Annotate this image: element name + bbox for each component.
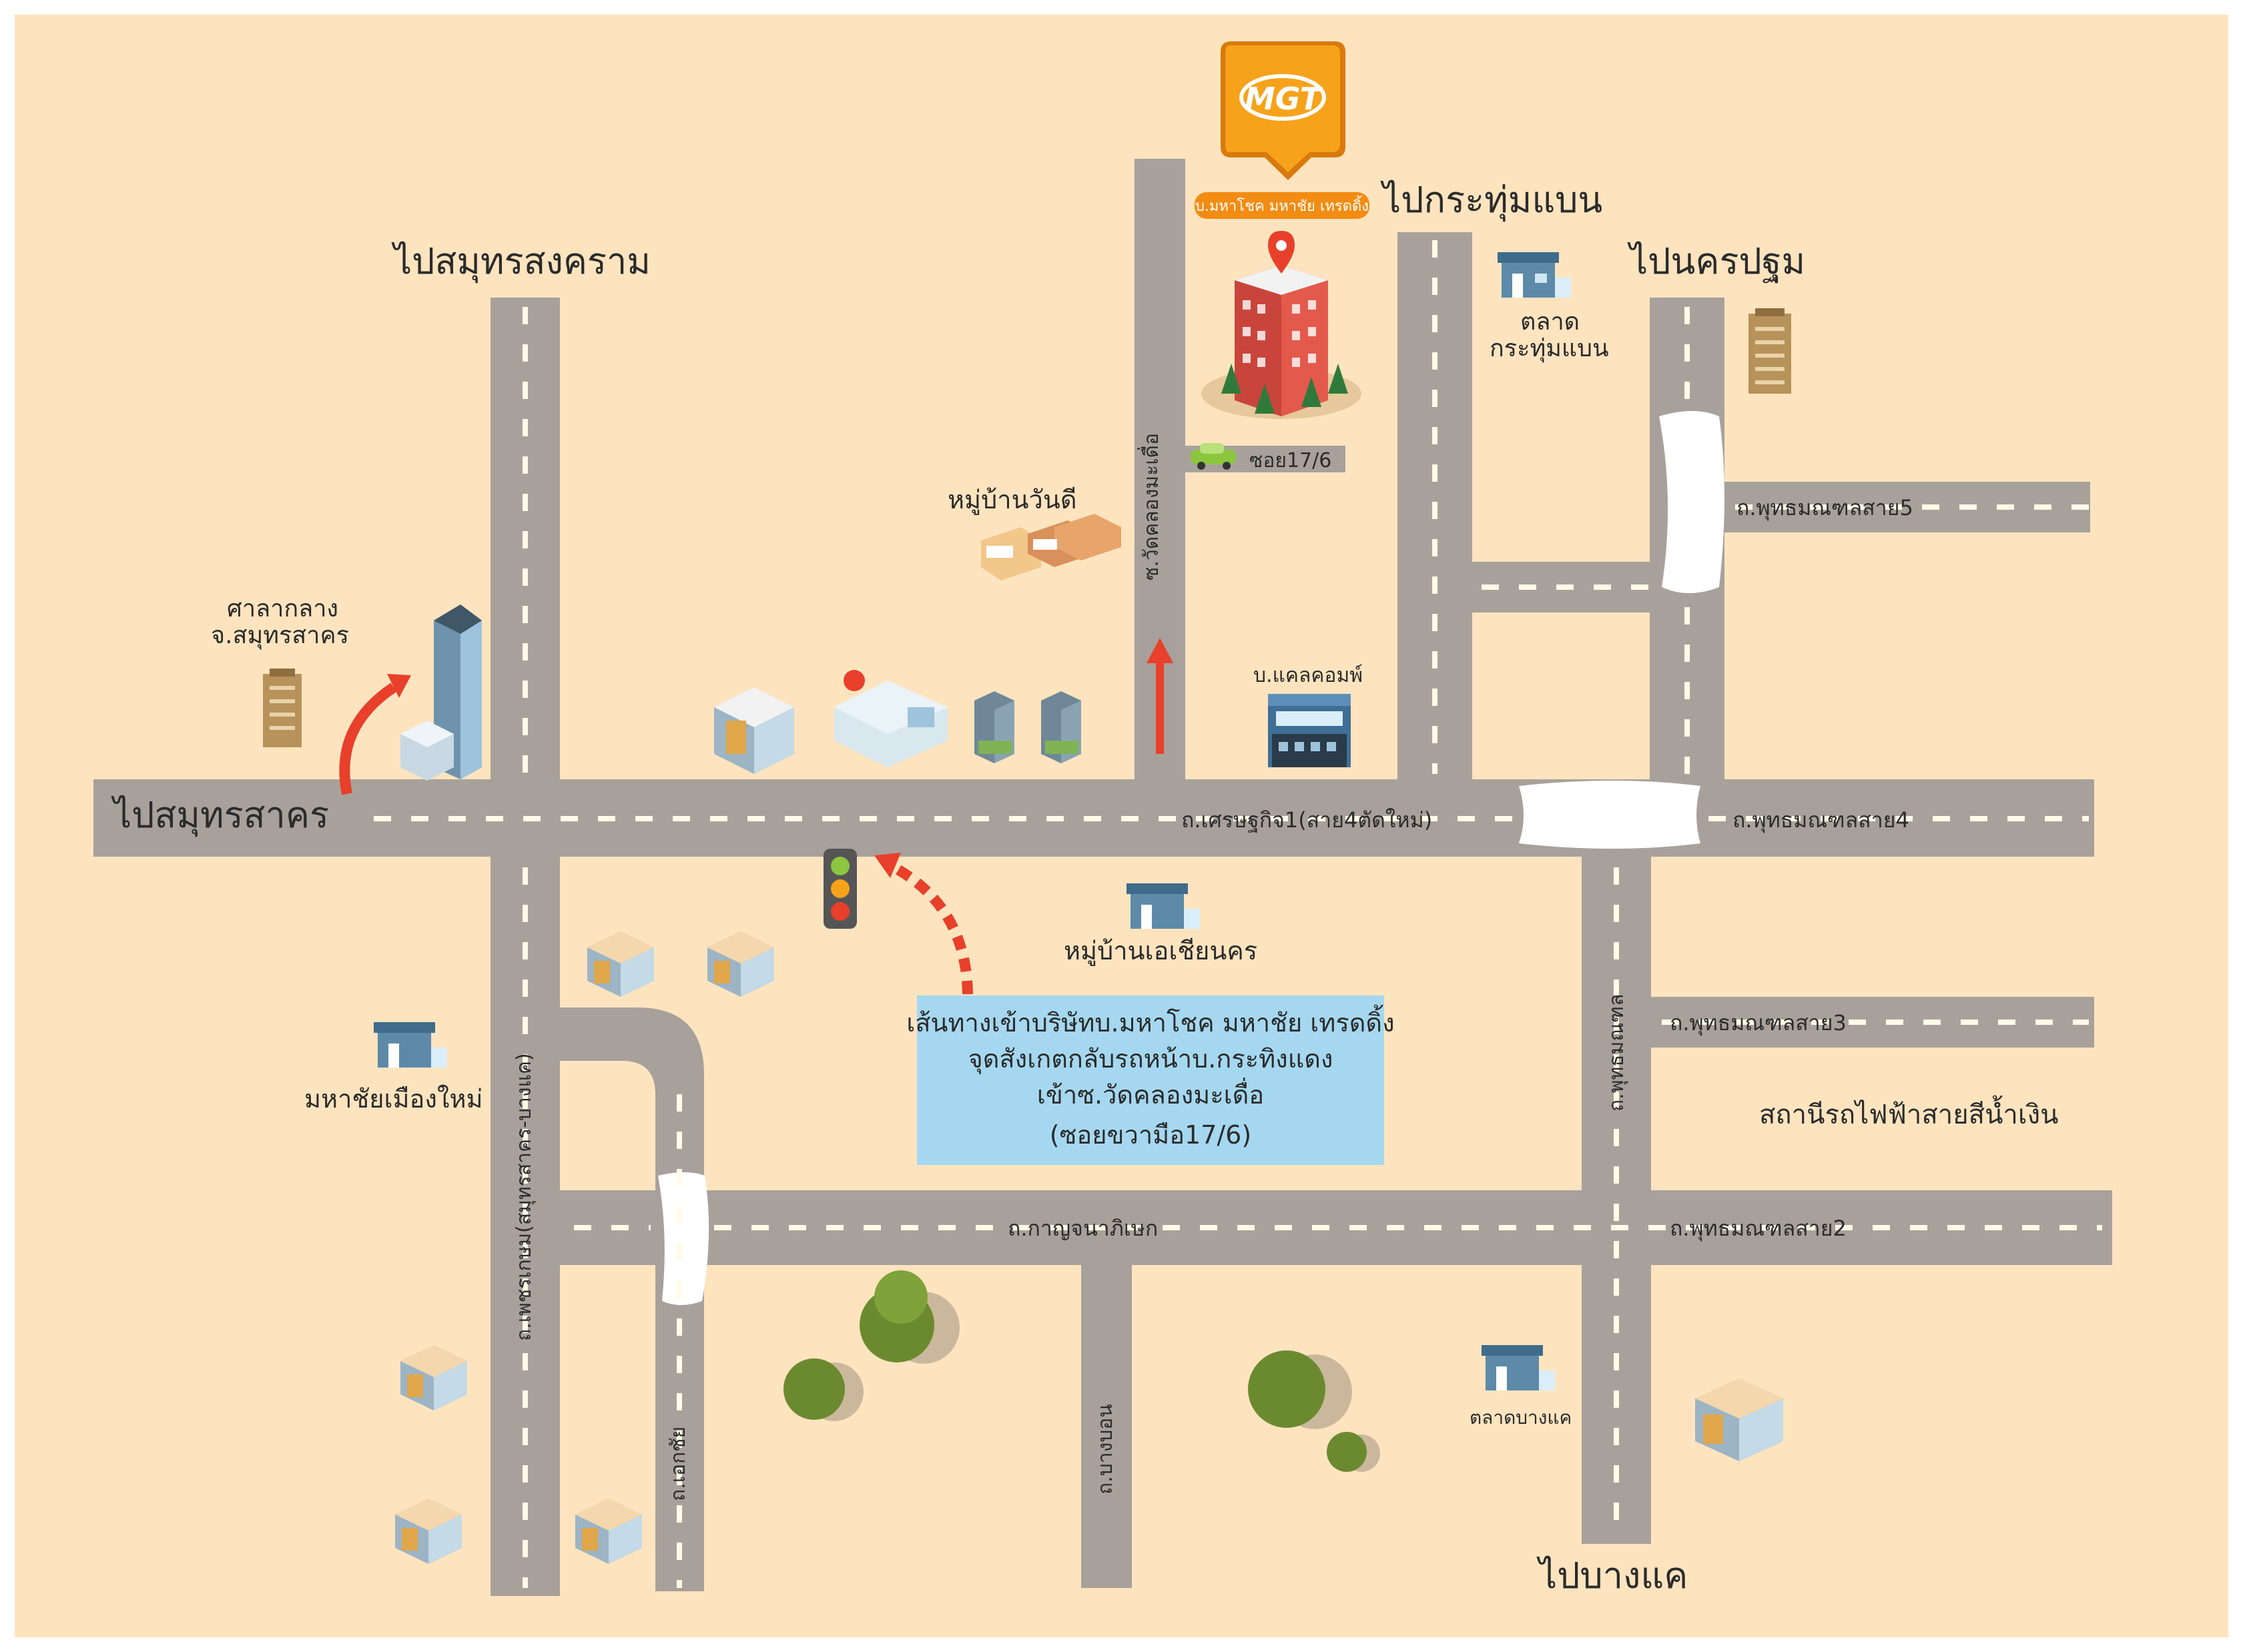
red-arrow-left-icon xyxy=(339,674,411,795)
company-building-icon xyxy=(1201,231,1361,419)
info-box: เส้นทางเข้าบริษัทบ.มหาโชค มหาชัย เทรดดิ้… xyxy=(906,995,1395,1165)
dashed-arrow-icon xyxy=(874,853,973,995)
city-hall-tower-icon xyxy=(263,669,302,747)
place-label-bang-khae-market: ตลาดบางแค xyxy=(1470,1406,1572,1428)
place-label-wandee: หมู่บ้านวันดี xyxy=(948,485,1077,515)
info-line-4: (ซอยขวามือ17/6) xyxy=(1050,1120,1251,1150)
traffic-light-icon xyxy=(824,849,857,929)
company-label: บ.มหาโชค มหาชัย เทรดดิ้ง xyxy=(1195,195,1369,215)
destination-labels: ไปสมุทรสงคราม ไปกระทุ่มแบน ไปนครปฐม ไปสม… xyxy=(111,179,1805,1597)
logo-text: MGT xyxy=(1245,81,1323,117)
lane-markings xyxy=(374,240,2102,1588)
road-label-kanchanaphisek: ถ.กาญจนาภิเษก xyxy=(1008,1216,1158,1241)
overpasses xyxy=(658,411,1724,1305)
destination-nakhon-pathom: ไปนครปฐม xyxy=(1627,240,1805,283)
place-label-city-hall: ศาลากลาง จ.สมุทรสาคร xyxy=(211,595,349,650)
tree-icons xyxy=(783,1270,1380,1472)
building-row-icons xyxy=(714,670,1081,774)
road-label-ekachai: ถ.เอกชัย xyxy=(667,1426,690,1501)
red-arrow-up-icon xyxy=(1147,638,1173,754)
destination-samut-sakhon: ไปสมุทรสาคร xyxy=(111,794,329,837)
company-logo: MGT บ.มหาโชค มหาชัย เทรดดิ้ง xyxy=(1195,41,1369,219)
place-label-bts-blue: สถานีรถไฟฟ้าสายสีน้ำเงิน xyxy=(1759,1095,2058,1130)
road-label-phetkasem: ถ.เพชรเกษม(สมุทรสาคร-บางแค) xyxy=(513,1053,537,1341)
bang-khae-market-icon xyxy=(1482,1345,1555,1390)
info-line-1: เส้นทางเข้าบริษัทบ.มหาโชค มหาชัย เทรดดิ้… xyxy=(906,1004,1394,1038)
road-label-phutthamonthon2: ถ.พุทธมณฑลสาย2 xyxy=(1670,1216,1847,1242)
mahachai-new-city-icon xyxy=(374,1022,447,1068)
info-line-2: จุดสังเกตกลับรถหน้าบ.กระทิงแดง xyxy=(968,1044,1333,1074)
asia-nakhon-village-icon xyxy=(1127,883,1200,929)
road-label-wat-khlong: ซ.วัดคลองมะเดื่อ xyxy=(1137,433,1163,580)
calcomp-building-icon xyxy=(1268,694,1351,767)
place-label-calcomp: บ.แคลคอมพ์ xyxy=(1253,664,1363,687)
place-labels: ศาลากลาง จ.สมุทรสาคร หมู่บ้านวันดี บ.แคล… xyxy=(211,308,2058,1428)
destination-samut-songkhram: ไปสมุทรสงคราม xyxy=(391,240,651,284)
road-label-phutthamonthon-vertical: ถ.พุทธมณฑล xyxy=(1605,994,1629,1112)
tower-icon xyxy=(1748,308,1791,394)
road-labels: ถ.เศรษฐกิจ1(สาย4ตัดใหม่) ถ.พุทธมณฑลสาย4 … xyxy=(513,433,1913,1501)
car-icon xyxy=(1191,443,1236,470)
destination-krathum-baen: ไปกระทุ่มแบน xyxy=(1380,179,1602,222)
glass-tower-icon xyxy=(400,604,482,781)
road-label-soi-17-6: ซอย17/6 xyxy=(1249,449,1331,472)
road-label-phutthamonthon4: ถ.พุทธมณฑลสาย4 xyxy=(1732,807,1909,833)
info-line-3: เข้าซ.วัดคลองมะเดื่อ xyxy=(1037,1078,1264,1110)
city-hall-line2: จ.สมุทรสาคร xyxy=(211,622,349,650)
city-hall-line1: ศาลากลาง xyxy=(227,595,338,623)
place-label-asia-nakhon: หมู่บ้านเอเชียนคร xyxy=(1064,936,1257,966)
wandee-village-icon xyxy=(981,514,1121,580)
road-label-phutthamonthon5: ถ.พุทธมณฑลสาย5 xyxy=(1736,495,1913,521)
krathum-baen-market-icon xyxy=(1498,252,1571,298)
destination-bang-khae: ไปบางแค xyxy=(1536,1555,1688,1597)
road-label-bang-bon: ถ.บางบอน xyxy=(1094,1404,1117,1495)
place-label-mahachai-new: มหาชัยเมืองใหม่ xyxy=(304,1084,483,1114)
small-building-icons xyxy=(395,931,1783,1564)
road-label-setthakit1: ถ.เศรษฐกิจ1(สาย4ตัดใหม่) xyxy=(1181,807,1432,833)
place-label-krathum-baen-market: ตลาด กระทุ่มแบน xyxy=(1490,308,1609,363)
road-label-phutthamonthon3: ถ.พุทธมณฑลสาย3 xyxy=(1670,1010,1847,1036)
